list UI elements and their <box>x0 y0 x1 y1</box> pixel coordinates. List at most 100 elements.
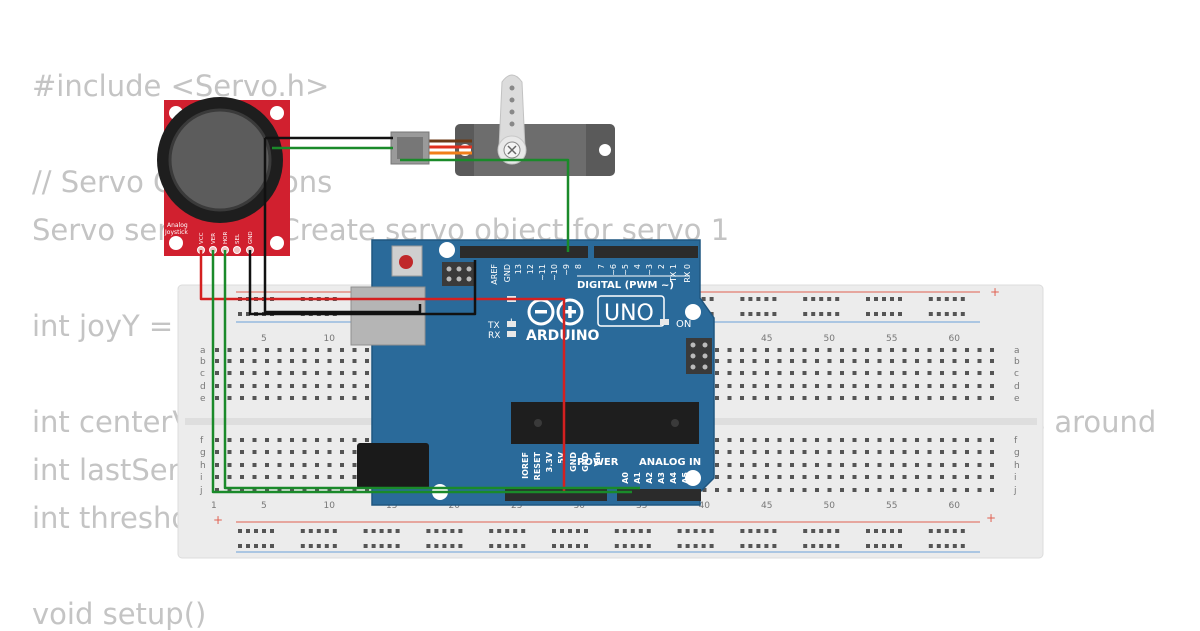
breadboard-hole[interactable] <box>215 438 219 442</box>
breadboard-hole[interactable] <box>727 450 732 454</box>
breadboard-hole[interactable] <box>442 529 447 533</box>
breadboard-hole[interactable] <box>252 475 257 479</box>
breadboard-hole[interactable] <box>990 359 994 363</box>
breadboard-hole[interactable] <box>811 544 816 548</box>
breadboard-hole[interactable] <box>819 297 824 301</box>
breadboard-hole[interactable] <box>442 544 447 548</box>
breadboard-hole[interactable] <box>302 371 307 375</box>
breadboard-hole[interactable] <box>740 348 744 352</box>
breadboard-hole[interactable] <box>852 475 857 479</box>
breadboard-hole[interactable] <box>715 384 719 388</box>
breadboard-hole[interactable] <box>840 450 844 454</box>
breadboard-hole[interactable] <box>802 396 807 400</box>
breadboard-hole[interactable] <box>835 312 840 316</box>
breadboard-hole[interactable] <box>811 529 816 533</box>
breadboard-hole[interactable] <box>215 384 219 388</box>
breadboard-hole[interactable] <box>877 438 882 442</box>
breadboard-hole[interactable] <box>819 312 824 316</box>
breadboard-hole[interactable] <box>215 450 219 454</box>
breadboard-hole[interactable] <box>802 371 807 375</box>
breadboard-hole[interactable] <box>646 544 651 548</box>
breadboard-hole[interactable] <box>727 359 732 363</box>
breadboard-hole[interactable] <box>915 450 919 454</box>
breadboard-hole[interactable] <box>790 450 794 454</box>
breadboard-hole[interactable] <box>315 348 319 352</box>
breadboard-hole[interactable] <box>513 544 518 548</box>
breadboard-hole[interactable] <box>952 348 957 352</box>
breadboard-hole[interactable] <box>865 488 869 492</box>
breadboard-hole[interactable] <box>240 488 244 492</box>
breadboard-hole[interactable] <box>227 384 232 388</box>
breadboard-hole[interactable] <box>252 438 257 442</box>
breadboard-hole[interactable] <box>827 438 832 442</box>
breadboard-hole[interactable] <box>552 529 556 533</box>
breadboard-hole[interactable] <box>240 463 244 467</box>
breadboard-hole[interactable] <box>352 384 357 388</box>
breadboard-hole[interactable] <box>302 438 307 442</box>
breadboard-hole[interactable] <box>363 529 368 533</box>
breadboard-hole[interactable] <box>332 529 337 533</box>
breadboard-hole[interactable] <box>693 529 698 533</box>
breadboard-hole[interactable] <box>715 348 719 352</box>
breadboard-hole[interactable] <box>952 488 957 492</box>
breadboard-hole[interactable] <box>290 396 294 400</box>
breadboard-hole[interactable] <box>928 297 933 301</box>
breadboard-hole[interactable] <box>965 348 969 352</box>
breadboard-hole[interactable] <box>240 359 244 363</box>
breadboard-hole[interactable] <box>772 297 777 301</box>
breadboard-hole[interactable] <box>560 544 564 548</box>
breadboard-hole[interactable] <box>752 371 757 375</box>
breadboard-hole[interactable] <box>252 359 257 363</box>
breadboard-hole[interactable] <box>584 529 588 533</box>
breadboard-hole[interactable] <box>765 450 769 454</box>
breadboard-hole[interactable] <box>227 438 232 442</box>
breadboard-hole[interactable] <box>740 371 744 375</box>
breadboard-hole[interactable] <box>340 371 344 375</box>
breadboard-hole[interactable] <box>434 529 439 533</box>
breadboard-hole[interactable] <box>764 312 769 316</box>
breadboard-hole[interactable] <box>902 396 907 400</box>
breadboard-hole[interactable] <box>952 384 957 388</box>
breadboard-hole[interactable] <box>270 529 274 533</box>
breadboard-hole[interactable] <box>815 396 819 400</box>
breadboard-hole[interactable] <box>952 529 957 533</box>
breadboard-hole[interactable] <box>560 529 564 533</box>
breadboard-hole[interactable] <box>777 463 782 467</box>
breadboard-hole[interactable] <box>902 463 907 467</box>
breadboard-hole[interactable] <box>340 384 344 388</box>
breadboard-hole[interactable] <box>777 450 782 454</box>
breadboard-hole[interactable] <box>727 348 732 352</box>
breadboard-hole[interactable] <box>777 384 782 388</box>
breadboard-hole[interactable] <box>240 348 244 352</box>
breadboard-hole[interactable] <box>835 529 840 533</box>
breadboard-hole[interactable] <box>952 396 957 400</box>
breadboard-hole[interactable] <box>752 475 757 479</box>
breadboard-hole[interactable] <box>701 544 706 548</box>
breadboard-hole[interactable] <box>752 348 757 352</box>
breadboard-hole[interactable] <box>940 384 944 388</box>
breadboard-hole[interactable] <box>327 475 332 479</box>
breadboard-hole[interactable] <box>227 396 232 400</box>
breadboard-hole[interactable] <box>727 384 732 388</box>
breadboard-hole[interactable] <box>748 544 753 548</box>
breadboard-hole[interactable] <box>890 529 894 533</box>
breadboard-hole[interactable] <box>576 544 580 548</box>
breadboard-hole[interactable] <box>740 488 744 492</box>
breadboard-hole[interactable] <box>315 463 319 467</box>
breadboard-hole[interactable] <box>740 529 745 533</box>
breadboard-hole[interactable] <box>936 544 941 548</box>
breadboard-hole[interactable] <box>240 475 244 479</box>
breadboard-hole[interactable] <box>277 348 282 352</box>
breadboard-hole[interactable] <box>915 348 919 352</box>
breadboard-hole[interactable] <box>740 450 744 454</box>
breadboard-hole[interactable] <box>238 544 242 548</box>
breadboard-hole[interactable] <box>622 544 627 548</box>
breadboard-hole[interactable] <box>290 488 294 492</box>
breadboard-hole[interactable] <box>815 475 819 479</box>
breadboard-hole[interactable] <box>977 488 982 492</box>
breadboard-hole[interactable] <box>727 396 732 400</box>
breadboard-hole[interactable] <box>277 463 282 467</box>
breadboard-hole[interactable] <box>702 488 707 492</box>
breadboard-hole[interactable] <box>890 396 894 400</box>
breadboard-hole[interactable] <box>902 359 907 363</box>
